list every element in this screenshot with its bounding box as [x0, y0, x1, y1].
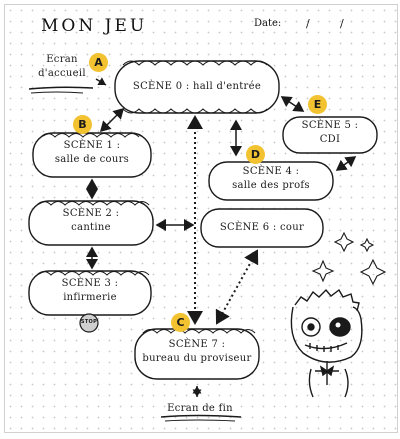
zombie-doodle-icon [290, 288, 363, 398]
page-title: MON JEU [41, 16, 148, 36]
node-scene-2-shape [28, 200, 154, 246]
node-scene-7-shape [134, 328, 260, 380]
node-scene-7-name: bureau du proviseur [142, 352, 252, 364]
start-screen-label: Ecran d'accueil [29, 53, 95, 80]
node-scene-5-shape [282, 116, 378, 154]
edge-s4-s5 [335, 156, 357, 171]
node-scene-7-title: SCÈNE 7 : [168, 339, 226, 350]
edge-s6-s7-dotted [215, 249, 259, 325]
node-scene-4-title: SCÈNE 4 : [242, 166, 300, 177]
node-scene-6: SCÈNE 6 : cour [219, 222, 305, 233]
badge-d: D [246, 145, 265, 164]
node-scene-1-name: salle de cours [54, 153, 130, 165]
game-map-page: MON JEU Date: / / [4, 4, 398, 433]
edge-start-s0 [95, 77, 107, 86]
node-scene-2: SCÈNE 2 : cantine [29, 207, 153, 234]
node-scene-4-name: salle des profs [232, 179, 310, 191]
diagram-canvas [28, 60, 387, 422]
node-scene-1: SCÈNE 1 : salle de cours [33, 139, 151, 166]
node-scene-2-name: cantine [71, 221, 111, 233]
node-scene-3-title: SCÈNE 3 : [61, 278, 119, 289]
stop-sign-icon [79, 313, 99, 333]
date-label: Date: [254, 18, 282, 29]
node-scene-1-shape [32, 132, 152, 178]
end-screen-label: Ecran de fin [167, 403, 233, 414]
start-screen-line1: Ecran [46, 54, 78, 65]
badge-e: E [308, 95, 327, 114]
node-scene-5-title: SCÈNE 5 : [301, 120, 359, 131]
date-separator-2: / [340, 17, 344, 30]
edge-s0-s5 [280, 96, 305, 112]
sparkle-icons [311, 231, 387, 286]
edge-s0-s1 [99, 107, 125, 133]
badge-c: C [171, 313, 190, 332]
node-scene-0: SCÈNE 0 : hall d'entrée [132, 81, 262, 92]
date-separator-1: / [306, 17, 310, 30]
node-scene-1-title: SCÈNE 1 : [63, 140, 121, 151]
stop-sign-label: STOP [80, 319, 98, 325]
node-scene-4-shape [208, 161, 334, 201]
node-scene-2-title: SCÈNE 2 : [62, 208, 120, 219]
node-scene-5-name: CDI [319, 133, 341, 145]
start-screen-line2: d'accueil [38, 67, 86, 79]
node-scene-4: SCÈNE 4 : salle des profs [209, 165, 333, 192]
node-scene-5: SCÈNE 5 : CDI [283, 119, 377, 146]
node-scene-3: SCÈNE 3 : infirmerie [29, 277, 151, 304]
badge-a: A [89, 53, 108, 72]
badge-b: B [73, 115, 92, 134]
node-scene-3-name: infirmerie [63, 291, 117, 303]
node-scene-7: SCÈNE 7 : bureau du proviseur [135, 338, 259, 365]
